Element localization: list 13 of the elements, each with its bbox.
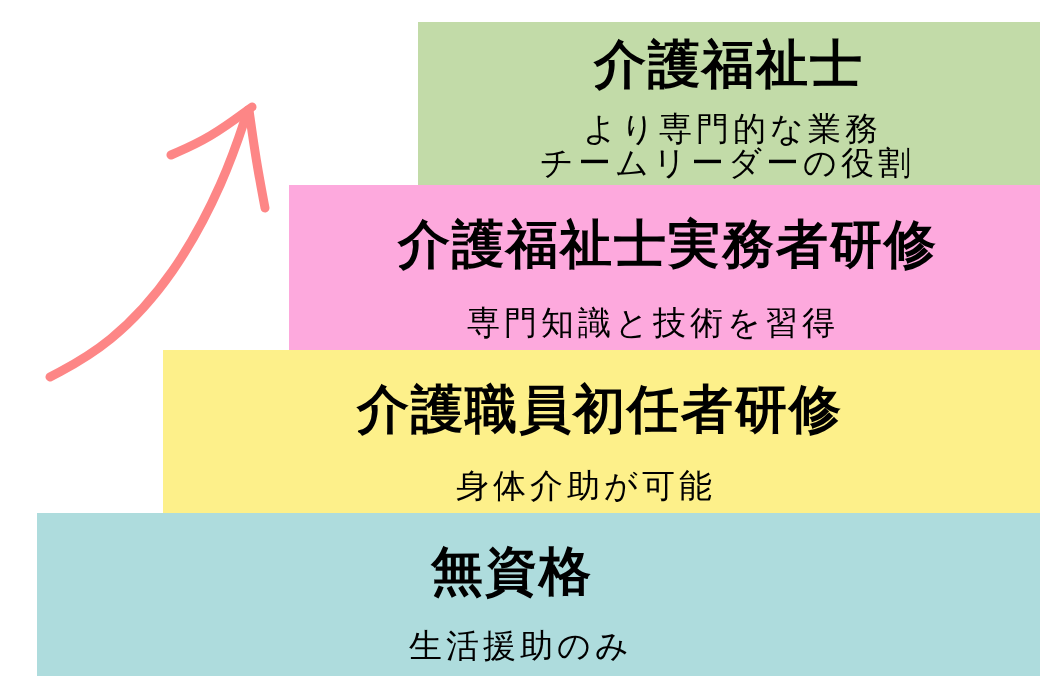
- level-title: 介護福祉士実務者研修: [397, 216, 938, 274]
- level-block: [163, 350, 1040, 513]
- level-description: 専門知識と技術を習得: [466, 305, 839, 339]
- level-description: チームリーダーの役割: [539, 145, 915, 179]
- level-description: 身体介助が可能: [455, 468, 716, 502]
- level-block: [37, 513, 1040, 676]
- level-title: 無資格: [430, 543, 593, 601]
- level-block: [289, 185, 1040, 350]
- level-title: 介護職員初任者研修: [356, 381, 843, 439]
- level-description: より専門的な業務: [582, 111, 882, 145]
- level-title: 介護福祉士: [594, 36, 864, 94]
- level-description: 生活援助のみ: [408, 628, 633, 662]
- level-block: [418, 22, 1040, 185]
